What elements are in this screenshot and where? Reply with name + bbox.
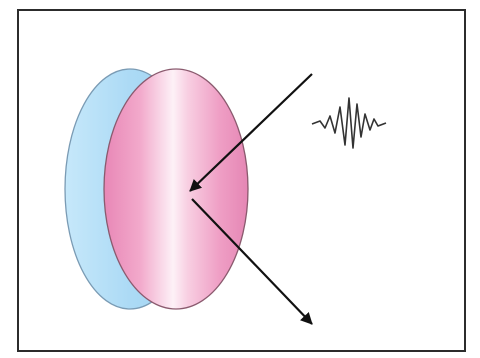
wave-packet-icon [311, 97, 387, 149]
lens-front-face [103, 68, 249, 310]
incident-arrow-icon [189, 73, 313, 192]
reflected-arrow-icon [191, 198, 313, 325]
